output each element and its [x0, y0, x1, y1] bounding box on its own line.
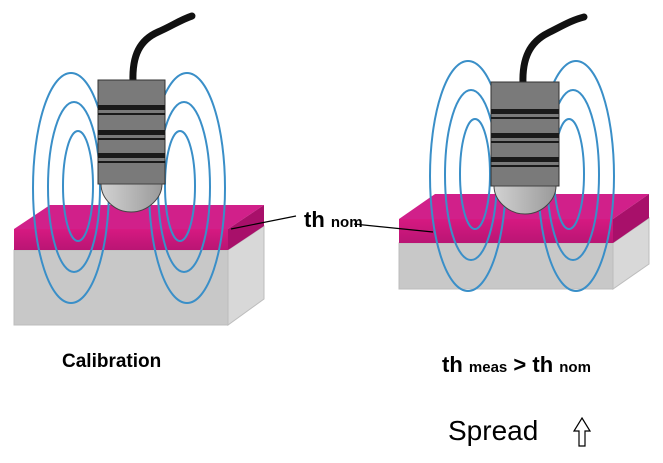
nom-sub-text: nom — [559, 359, 591, 376]
pointer-line-left — [230, 215, 297, 230]
spread-label: Spread — [448, 415, 539, 446]
nom-th-text: th — [532, 352, 554, 377]
comparison-operator: > — [513, 352, 527, 377]
th-main-text: th — [304, 207, 325, 232]
probe-cable-left — [129, 12, 196, 86]
measurement-comparison-label: th meas > th nom — [442, 352, 591, 378]
calibration-label: Calibration — [62, 351, 162, 372]
thickness-nominal-label: th nom — [304, 207, 363, 233]
probe-left — [97, 12, 196, 213]
calibration-setup — [13, 12, 265, 326]
probe-cable-right — [519, 13, 588, 88]
up-arrow-outline-icon — [572, 416, 592, 447]
field-lines-left — [32, 72, 226, 304]
th-sub-text: nom — [330, 214, 363, 231]
meas-sub-text: meas — [468, 359, 508, 376]
pointer-line-right — [353, 223, 434, 233]
measurement-setup — [398, 13, 650, 292]
coating-layer-left — [14, 205, 264, 250]
label-pointer-lines — [230, 215, 434, 233]
substrate-block-right — [398, 217, 650, 290]
probe-right — [490, 13, 588, 215]
meas-th-text: th — [442, 352, 463, 377]
